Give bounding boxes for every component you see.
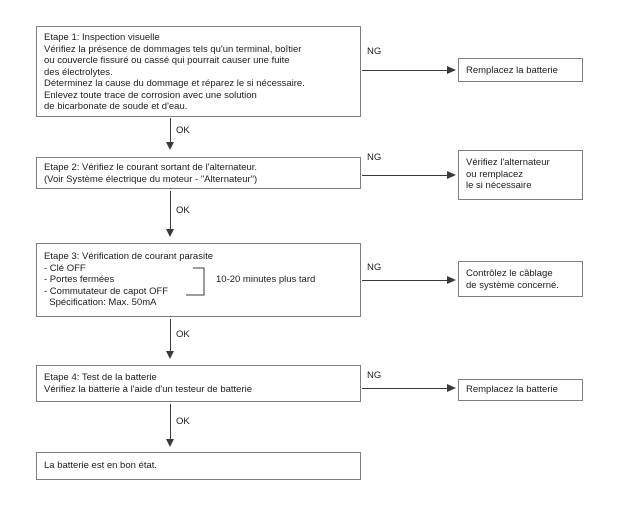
ng-arrow-4-head — [447, 384, 456, 392]
ng-arrow-3-line — [362, 280, 448, 281]
ng-label-2: NG — [367, 152, 382, 163]
ok-arrow-1-line — [170, 118, 171, 143]
ng-label-1: NG — [367, 46, 382, 57]
ng-action-3-text: Contrôlez le câblage de système concerné… — [466, 268, 559, 291]
ok-arrow-2-head — [166, 229, 174, 237]
step-1-text: Etape 1: Inspection visuelle Vérifiez la… — [44, 32, 305, 112]
ok-arrow-1-head — [166, 142, 174, 150]
ok-arrow-4-head — [166, 439, 174, 447]
ng-arrow-1-line — [362, 70, 448, 71]
ok-label-2: OK — [176, 205, 190, 216]
ng-action-box-3: Contrôlez le câblage de système concerné… — [458, 261, 583, 297]
ng-arrow-1-head — [447, 66, 456, 74]
ng-arrow-3-head — [447, 276, 456, 284]
delay-bracket — [186, 267, 205, 296]
result-box: La batterie est en bon état. — [36, 452, 361, 480]
ng-action-4-text: Remplacez la batterie — [466, 384, 558, 395]
step-2-text: Etape 2: Vérifiez le courant sortant de … — [44, 162, 258, 185]
ng-arrow-2-head — [447, 171, 456, 179]
ng-action-1-text: Remplacez la batterie — [466, 65, 558, 76]
step-2-box: Etape 2: Vérifiez le courant sortant de … — [36, 157, 361, 189]
ok-arrow-3-line — [170, 319, 171, 352]
ng-label-3: NG — [367, 262, 382, 273]
step-3-box: Etape 3: Vérification de courant parasit… — [36, 243, 361, 317]
ng-arrow-4-line — [362, 388, 448, 389]
step-1-box: Etape 1: Inspection visuelle Vérifiez la… — [36, 26, 361, 117]
ng-arrow-2-line — [362, 175, 448, 176]
ok-arrow-4-line — [170, 404, 171, 440]
ng-action-2-text: Vérifiez l'alternateur ou remplacez le s… — [466, 157, 550, 191]
ng-label-4: NG — [367, 370, 382, 381]
ng-action-box-4: Remplacez la batterie — [458, 379, 583, 401]
step-3-text: Etape 3: Vérification de courant parasit… — [44, 251, 213, 308]
ng-action-box-2: Vérifiez l'alternateur ou remplacez le s… — [458, 150, 583, 200]
ok-arrow-3-head — [166, 351, 174, 359]
result-text: La batterie est en bon état. — [44, 460, 158, 471]
delay-annotation: 10-20 minutes plus tard — [216, 274, 316, 285]
step-4-box: Etape 4: Test de la batterie Vérifiez la… — [36, 365, 361, 402]
ok-arrow-2-line — [170, 191, 171, 230]
ok-label-1: OK — [176, 125, 190, 136]
ok-label-4: OK — [176, 416, 190, 427]
ng-action-box-1: Remplacez la batterie — [458, 58, 583, 82]
ok-label-3: OK — [176, 329, 190, 340]
step-4-text: Etape 4: Test de la batterie Vérifiez la… — [44, 372, 253, 395]
